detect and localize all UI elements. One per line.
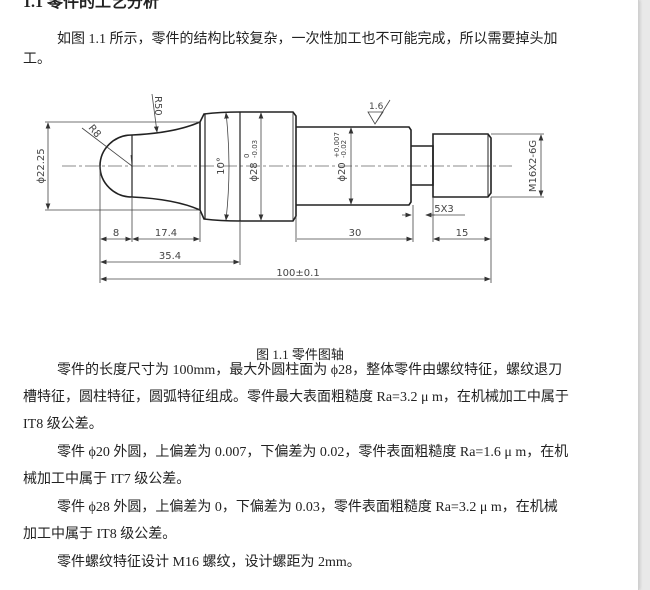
dim-100: 100±0.1 (276, 268, 319, 279)
dim-r8: R8 (86, 123, 103, 140)
dim-d28-upper: 0 (243, 154, 251, 158)
body-line-5: 械加工中属于 IT7 级公差。 (23, 472, 191, 487)
intro-line-2: 工。 (23, 52, 51, 67)
dim-thread: M16X2-6G (528, 140, 539, 192)
body-line-6: 零件 ϕ28 外圆，上偏差为 0，下偏差为 0.03，零件表面粗糙度 Ra=3.… (57, 500, 558, 515)
body-line-4: 零件 ϕ20 外圆，上偏差为 0.007，下偏差为 0.02，零件表面粗糙度 R… (57, 445, 569, 460)
dim-35-4: 35.4 (159, 251, 181, 262)
dimension-labels: ϕ22.25 R8 R50 10° ϕ28 0 -0.03 ϕ20 +0.007… (36, 96, 539, 279)
body-line-2: 槽特征，圆柱特征，圆弧特征组成。零件最大表面粗糙度 Ra=3.2 μ m，在机械… (23, 390, 569, 405)
dimension-lines (45, 93, 544, 283)
dim-groove: 5X3 (434, 204, 454, 215)
dim-17-4: 17.4 (155, 228, 177, 239)
dim-d2225: ϕ22.25 (36, 148, 47, 183)
dim-15: 15 (456, 228, 469, 239)
intro-line-1: 如图 1.1 所示，零件的结构比较复杂，一次性加工也不可能完成，所以需要掉头加 (57, 32, 558, 47)
body-line-8: 零件螺纹特征设计 M16 螺纹，设计螺距为 2mm。 (57, 555, 361, 570)
shaft-drawing: ϕ22.25 R8 R50 10° ϕ28 0 -0.03 ϕ20 +0.007… (36, 93, 544, 283)
shaft-outline (99, 111, 492, 222)
dim-8: 8 (113, 228, 119, 239)
dim-30: 30 (349, 228, 362, 239)
dim-d28-lower: -0.03 (251, 140, 259, 158)
figure-caption: 图 1.1 零件图轴 (256, 347, 344, 362)
dim-r50: R50 (152, 96, 163, 116)
dim-d20-upper: +0.007 (333, 132, 341, 158)
roughness-value: 1.6 (369, 102, 384, 112)
body-line-1: 零件的长度尺寸为 100mm，最大外圆柱面为 ϕ28，整体零件由螺纹特征，螺纹退… (57, 363, 563, 378)
section-heading: 1.1 零件的工艺分析 (23, 0, 160, 11)
body-line-7: 加工中属于 IT8 级公差。 (23, 527, 177, 542)
dim-angle: 10° (216, 157, 227, 175)
dim-d20-lower: -0.02 (340, 140, 348, 158)
dim-d20: ϕ20 (337, 162, 348, 181)
dim-d28: ϕ28 (249, 162, 260, 181)
body-line-3: IT8 级公差。 (23, 417, 103, 432)
